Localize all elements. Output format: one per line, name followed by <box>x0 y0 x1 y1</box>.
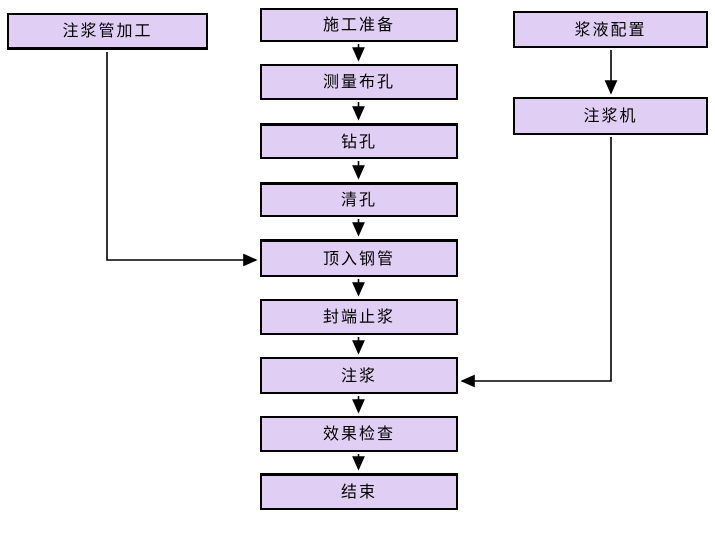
node-slurry-preparation: 浆液配置 <box>513 11 708 48</box>
node-hole-cleaning: 清孔 <box>260 182 458 217</box>
node-construction-preparation: 施工准备 <box>260 8 458 42</box>
connector-machine-to-grouting <box>460 137 612 388</box>
node-jack-in-steel-pipe: 顶入钢管 <box>260 239 458 277</box>
connector-pipe-fabrication-to-jackin <box>106 52 258 267</box>
node-survey-hole-layout: 测量布孔 <box>260 64 458 100</box>
node-grouting-pipe-fabrication: 注浆管加工 <box>7 13 208 50</box>
node-effect-inspection: 效果检查 <box>260 416 458 452</box>
node-drilling: 钻孔 <box>260 123 458 159</box>
node-end: 结束 <box>260 473 458 510</box>
node-end-sealing-grout-stop: 封端止浆 <box>260 299 458 335</box>
node-grouting-machine: 注浆机 <box>513 97 708 135</box>
node-grouting: 注浆 <box>260 357 458 394</box>
